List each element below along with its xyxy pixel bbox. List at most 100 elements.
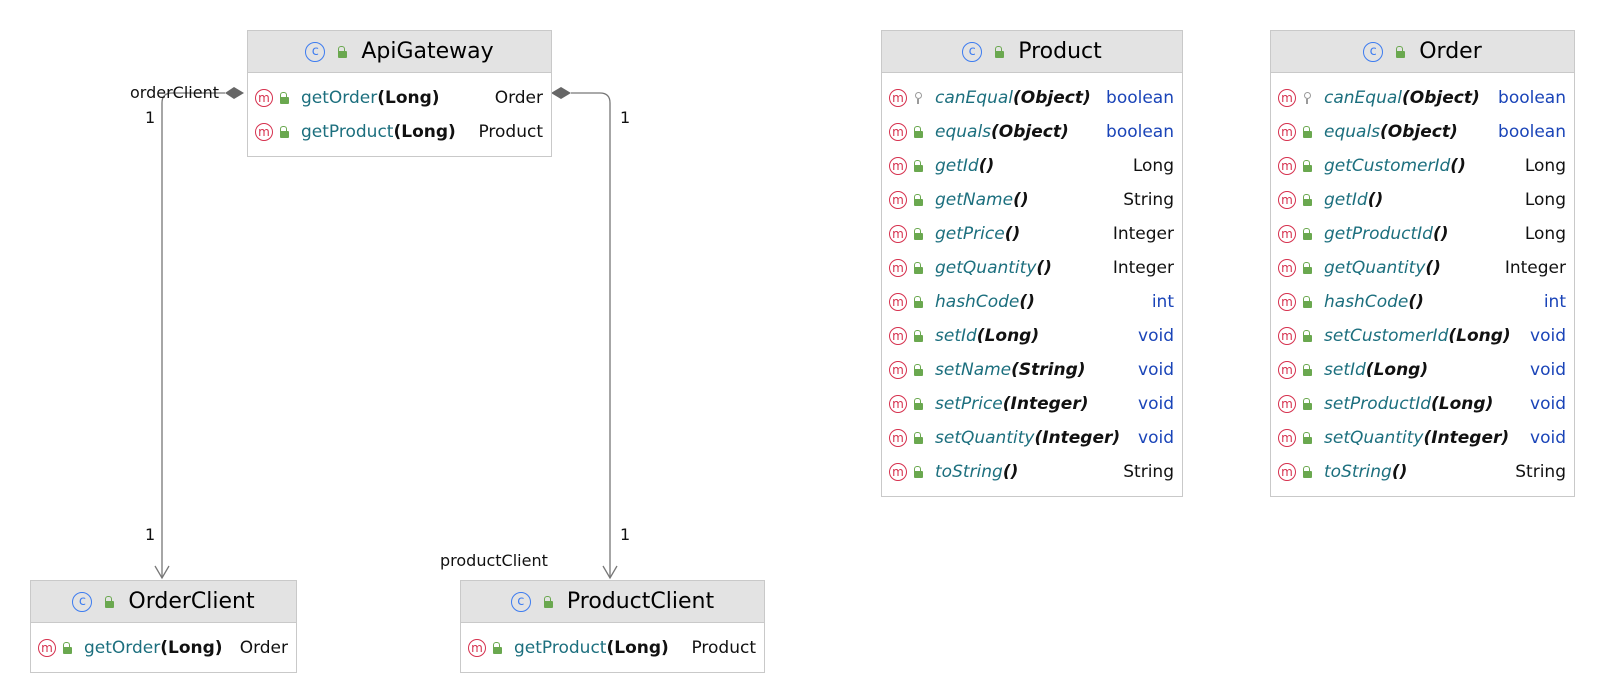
public-visibility-icon — [1395, 45, 1406, 58]
class-icon: c — [510, 591, 531, 612]
method-icon: m — [255, 89, 273, 107]
method-params: () — [978, 156, 995, 176]
method-name: getCustomerId — [1324, 156, 1451, 176]
method-name: setId — [1324, 360, 1366, 380]
class-icon: c — [1363, 41, 1384, 62]
class-icon: c — [72, 591, 93, 612]
public-visibility-icon — [1302, 194, 1312, 206]
return-type: void — [1138, 326, 1174, 346]
method-name: canEqual — [1324, 88, 1402, 108]
method-name: toString — [935, 462, 1003, 482]
method-name: getOrder — [301, 88, 378, 108]
method-params: (Integer) — [1002, 394, 1089, 414]
method-icon: m — [1278, 327, 1296, 345]
public-visibility-icon — [337, 45, 348, 58]
public-visibility-icon — [1302, 296, 1312, 308]
public-visibility-icon — [1302, 432, 1312, 444]
public-visibility-icon — [913, 228, 923, 240]
method-params: () — [1002, 462, 1019, 482]
method-params: () — [1432, 224, 1449, 244]
method-params: (Object) — [991, 122, 1069, 142]
return-type: Order — [494, 88, 543, 108]
method-name: setCustomerId — [1324, 326, 1449, 346]
method-name: toString — [1324, 462, 1392, 482]
method-icon: m — [1278, 293, 1296, 311]
return-type: int — [1543, 292, 1566, 312]
return-type: void — [1530, 326, 1566, 346]
method-icon: m — [38, 639, 56, 657]
method-row-get-order[interactable]: m getOrder(Long) Order — [248, 81, 551, 115]
public-visibility-icon — [913, 194, 923, 206]
method-params: (Long) — [160, 638, 223, 658]
method-icon: m — [889, 123, 907, 141]
return-type: String — [1123, 462, 1174, 482]
return-type: String — [1123, 190, 1174, 210]
method-icon: m — [1278, 259, 1296, 277]
return-type: void — [1138, 394, 1174, 414]
method-icon: m — [1278, 225, 1296, 243]
return-type: Long — [1524, 156, 1566, 176]
public-visibility-icon — [913, 330, 923, 342]
class-name: ApiGateway — [361, 39, 494, 64]
method-params: () — [1408, 292, 1424, 312]
public-visibility-icon — [913, 364, 923, 376]
method-icon: m — [889, 361, 907, 379]
public-visibility-icon — [913, 160, 923, 172]
method-params: (Integer) — [1034, 428, 1121, 448]
protected-visibility-icon — [1302, 92, 1312, 104]
method-params: () — [1019, 292, 1035, 312]
product-client-source-multiplicity: 1 — [620, 108, 631, 127]
protected-visibility-icon — [913, 92, 923, 104]
method-icon: m — [889, 225, 907, 243]
return-type: void — [1530, 394, 1566, 414]
public-visibility-icon — [1302, 228, 1312, 240]
public-visibility-icon — [994, 45, 1005, 58]
method-params: (Long) — [377, 88, 440, 108]
method-icon: m — [889, 327, 907, 345]
return-type: Integer — [1112, 224, 1174, 244]
public-visibility-icon — [279, 126, 289, 138]
method-icon: m — [889, 157, 907, 175]
method-row-set-price[interactable]: m setPrice(Integer) void — [882, 387, 1182, 421]
public-visibility-icon — [1302, 160, 1312, 172]
method-icon: m — [889, 293, 907, 311]
method-params: () — [1425, 258, 1441, 278]
product-client-target-multiplicity: 1 — [620, 525, 631, 544]
public-visibility-icon — [913, 126, 923, 138]
return-type: Product — [691, 638, 756, 658]
method-name: setPrice — [935, 394, 1003, 414]
method-icon: m — [889, 395, 907, 413]
